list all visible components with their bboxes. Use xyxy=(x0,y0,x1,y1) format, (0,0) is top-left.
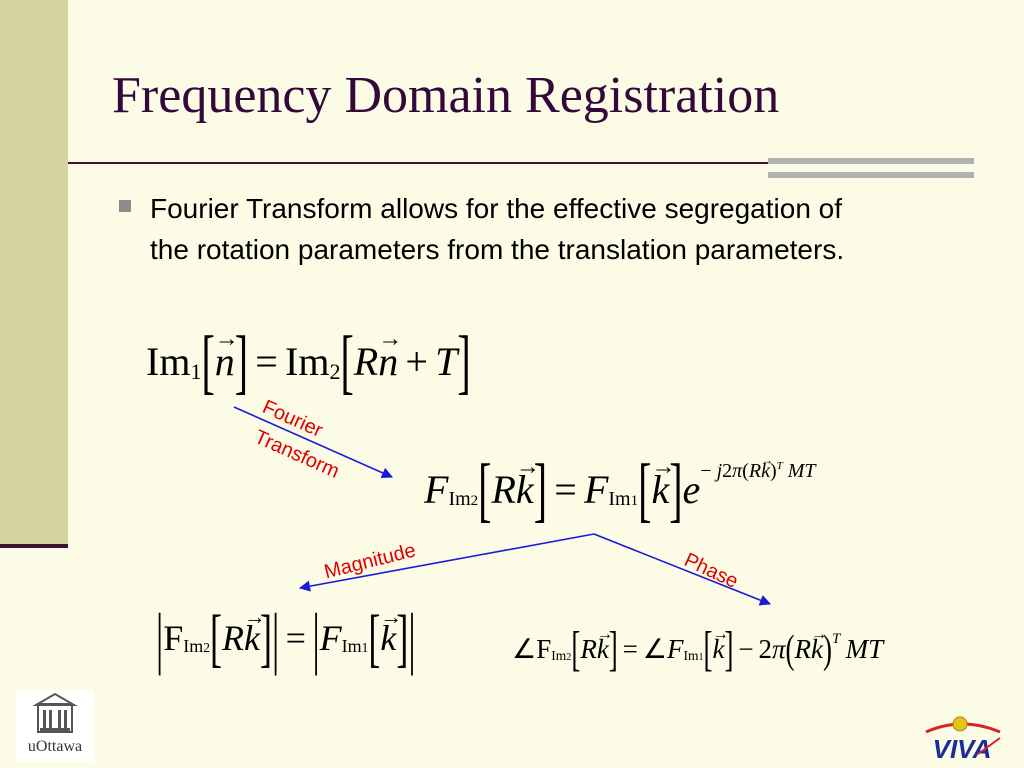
equation-spatial-relation: Im1 [n] = Im2 [Rn + T] xyxy=(146,325,471,397)
phase-label: Phase xyxy=(680,549,742,593)
title-rule-accent-bottom xyxy=(768,172,974,178)
eq1-n-vector: n xyxy=(215,327,235,382)
magnitude-label: Magnitude xyxy=(322,539,418,584)
eq1-im1: Im xyxy=(146,339,191,384)
title-rule-accent-top xyxy=(768,158,974,164)
eq1-bracket: [ xyxy=(201,320,215,402)
left-decorative-band xyxy=(0,0,68,548)
eq2-exponent: − j2π(Rk)T MT xyxy=(700,454,815,481)
svg-text:VIVA: VIVA xyxy=(933,734,992,764)
bullet-text: Fourier Transform allows for the effecti… xyxy=(150,193,845,265)
title-rule xyxy=(68,162,974,164)
slide-title: Frequency Domain Registration xyxy=(112,67,780,124)
uottawa-text: uOttawa xyxy=(27,738,83,755)
transform-label: Transform xyxy=(251,426,343,483)
viva-logo: VIVA xyxy=(925,716,1001,764)
building-icon xyxy=(32,692,78,733)
bullet-marker xyxy=(119,200,131,212)
eq2-exponential-e: e xyxy=(682,467,701,512)
uottawa-logo: uOttawa xyxy=(16,690,94,762)
eq1-im2: Im xyxy=(285,339,330,384)
left-band-underline xyxy=(0,544,68,548)
eq1-equals: = xyxy=(255,339,278,384)
